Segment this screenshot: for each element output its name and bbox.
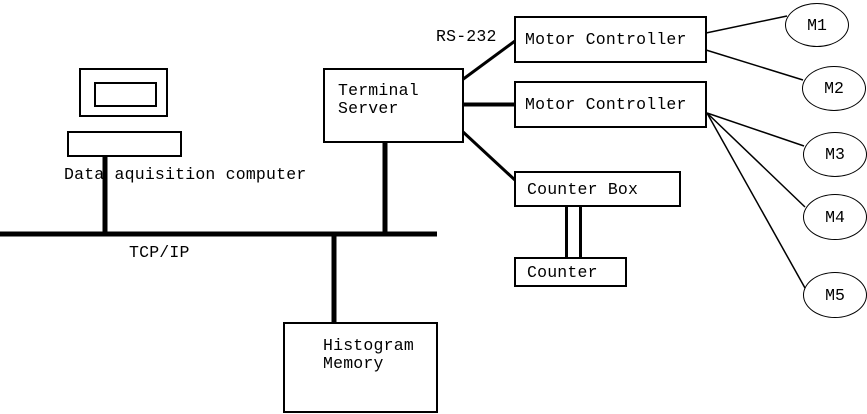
terminal-server-label-line2: Server	[338, 99, 399, 118]
controller1-to-m2-line	[705, 49, 804, 81]
counter-node: Counter	[514, 257, 627, 287]
controller2-to-m5-line	[706, 112, 806, 289]
controller1-to-m1-line	[705, 15, 788, 34]
motor-m1-node: M1	[785, 3, 849, 47]
counter-box-label: Counter Box	[527, 179, 639, 199]
computer-monitor-icon	[79, 68, 168, 117]
motor-m5-label: M5	[825, 285, 845, 305]
computer-screen-icon	[94, 82, 157, 107]
counter-box-node: Counter Box	[514, 171, 681, 207]
computer-caption: Data aquisition computer	[64, 165, 307, 184]
terminal-server-label-line1: Terminal	[338, 81, 419, 100]
motor-m3-label: M3	[825, 145, 845, 164]
counter-label: Counter	[527, 262, 598, 282]
motor-controller-2-node: Motor Controller	[514, 81, 707, 128]
motor-m2-label: M2	[824, 79, 844, 98]
computer-keyboard-icon	[67, 131, 182, 157]
motor-m3-node: M3	[803, 132, 867, 177]
motor-m2-node: M2	[802, 66, 866, 111]
motor-m4-node: M4	[803, 194, 867, 240]
histogram-memory-node: Histogram Memory	[283, 322, 438, 413]
histogram-memory-label-line2: Memory	[323, 354, 384, 373]
motor-m5-node: M5	[803, 272, 867, 318]
motor-controller-1-label: Motor Controller	[525, 30, 687, 49]
motor-controller-2-label: Motor Controller	[525, 95, 687, 114]
rs232-link-label: RS-232	[436, 27, 497, 46]
tcpip-bus-label: TCP/IP	[129, 243, 190, 262]
controller2-to-m3-line	[706, 112, 805, 147]
motor-m1-label: M1	[807, 15, 827, 35]
controller2-to-m4-line	[706, 112, 806, 208]
motor-m4-label: M4	[825, 207, 845, 227]
terminal-to-motor-controller-1-line	[461, 39, 516, 82]
motor-controller-1-node: Motor Controller	[514, 16, 707, 63]
histogram-memory-label-line1: Histogram	[323, 336, 414, 355]
terminal-server-node: Terminal Server	[323, 68, 464, 143]
terminal-to-counter-box-line	[460, 129, 518, 183]
